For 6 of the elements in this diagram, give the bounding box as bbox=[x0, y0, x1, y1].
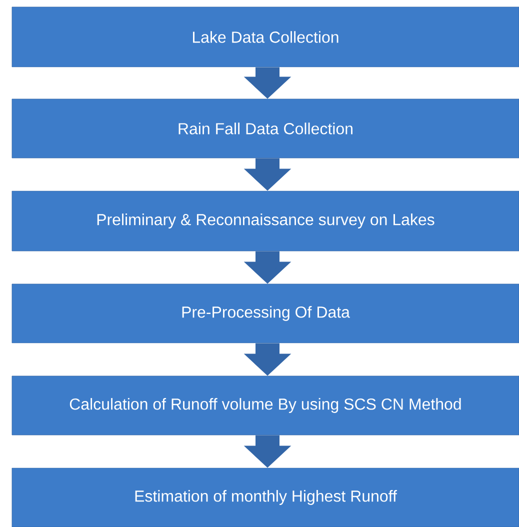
process-box: Pre-Processing Of Data bbox=[12, 284, 519, 344]
process-box: Preliminary & Reconnaissance survey on Lakes bbox=[12, 190, 519, 252]
process-box: Rain Fall Data Collection bbox=[12, 98, 519, 158]
process-box: Calculation of Runoff volume By using SCS CN Method bbox=[12, 376, 519, 436]
process-box: Lake Data Collection bbox=[12, 6, 519, 68]
process-box: Estimation of monthly Highest Runoff bbox=[12, 468, 519, 527]
